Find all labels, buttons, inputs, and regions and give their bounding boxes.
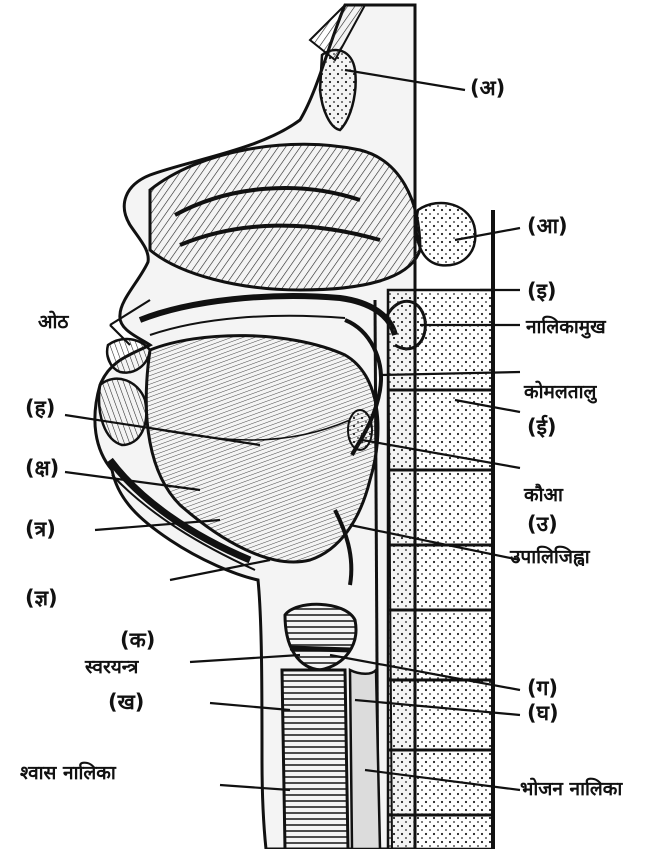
label-k: (क) (120, 630, 155, 651)
label-aa: (आ) (527, 216, 568, 237)
esophagus (350, 670, 380, 849)
label-oth: ओठ (38, 313, 68, 332)
label-kh: (ख) (108, 692, 144, 713)
label-shwaas-naalika: श्वास नालिका (20, 764, 116, 783)
label-i: (इ) (527, 281, 557, 302)
label-upajihva: उपालिजिह्वा (510, 548, 590, 567)
label-swaryantra: स्वरयन्त्र (85, 658, 138, 677)
label-naalikaamukh: नालिकामुख (526, 318, 606, 337)
label-kauaa: कौआ (524, 486, 563, 505)
label-komaltaalu: कोमलतालु (524, 383, 596, 402)
trachea (282, 670, 348, 849)
label-g: (ग) (527, 678, 558, 699)
nasal-turbinates (150, 144, 420, 290)
label-ii: (ई) (527, 417, 557, 438)
label-bhojan-naalika: भोजन नालिका (520, 780, 622, 799)
label-gh: (घ) (527, 703, 559, 724)
uvula (348, 410, 372, 450)
label-ksh: (क्ष) (25, 458, 59, 479)
sphenoid-sinus (416, 203, 475, 265)
label-h: (ह) (25, 398, 55, 419)
label-a: (अ) (470, 78, 505, 99)
label-tr: (त्र) (25, 519, 56, 540)
label-u: (उ) (527, 514, 558, 535)
label-gya: (ज्ञ) (25, 588, 58, 609)
